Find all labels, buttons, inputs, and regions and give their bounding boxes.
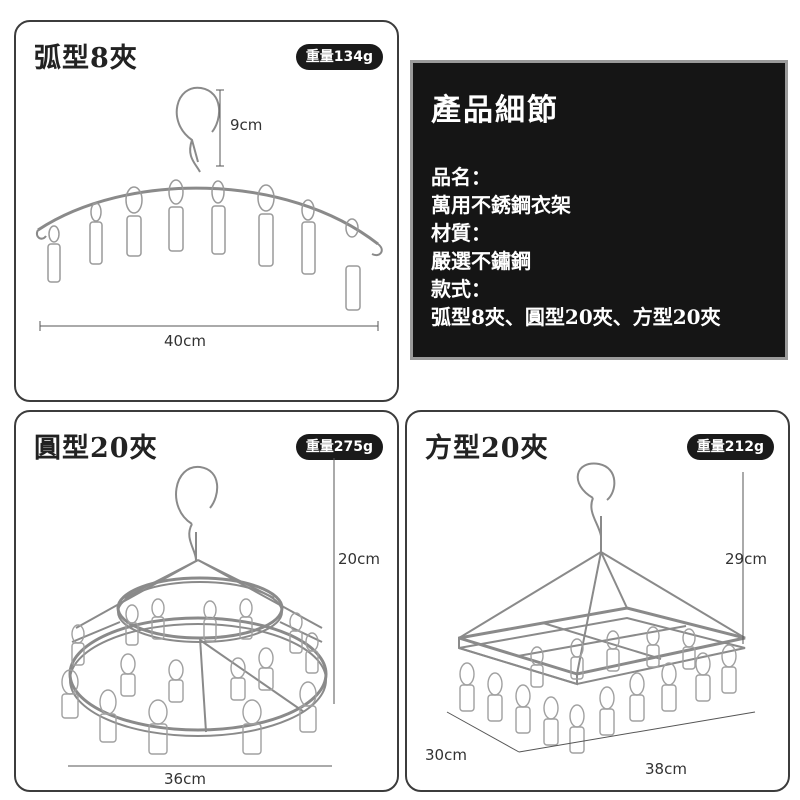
arc-hanger-title: 弧型8夾 — [34, 43, 138, 74]
details-line: 材質： — [431, 221, 491, 245]
round-height-label: 20cm — [338, 550, 380, 568]
square-depth-label: 30cm — [425, 746, 467, 764]
arc-hanger-illustration — [36, 86, 383, 331]
square-hanger-illustration — [446, 462, 756, 754]
square-height-label: 29cm — [725, 550, 767, 568]
arc-hanger-panel: 弧型8夾 重量134g — [14, 20, 399, 402]
round-weight-badge: 重量275g — [295, 434, 383, 460]
round-hanger-title: 圓型20夾 — [34, 433, 158, 464]
square-weight-badge: 重量212g — [686, 434, 774, 460]
square-width-label: 38cm — [645, 760, 687, 778]
details-title: 產品細節 — [431, 93, 559, 128]
details-line: 款式： — [431, 277, 491, 301]
arc-width-label: 40cm — [164, 332, 206, 350]
arc-height-label: 9cm — [230, 116, 263, 134]
details-line: 萬用不銹鋼衣架 — [431, 193, 571, 217]
arc-weight-badge: 重量134g — [295, 44, 383, 70]
square-hanger-title: 方型20夾 — [425, 433, 549, 464]
square-hanger-panel: 方型20夾 重量212g — [405, 410, 790, 792]
details-line: 弧型8夾、圓型20夾、方型20夾 — [431, 305, 721, 329]
product-details-box: 產品細節 品名： 萬用不銹鋼衣架 材質： 嚴選不鏽鋼 款式： 弧型8夾、圓型20… — [410, 60, 788, 360]
details-line: 嚴選不鏽鋼 — [431, 249, 531, 273]
round-width-label: 36cm — [164, 770, 206, 788]
round-hanger-illustration — [61, 458, 335, 767]
details-line: 品名： — [431, 165, 491, 189]
round-hanger-panel: 圓型20夾 重量275g — [14, 410, 399, 792]
